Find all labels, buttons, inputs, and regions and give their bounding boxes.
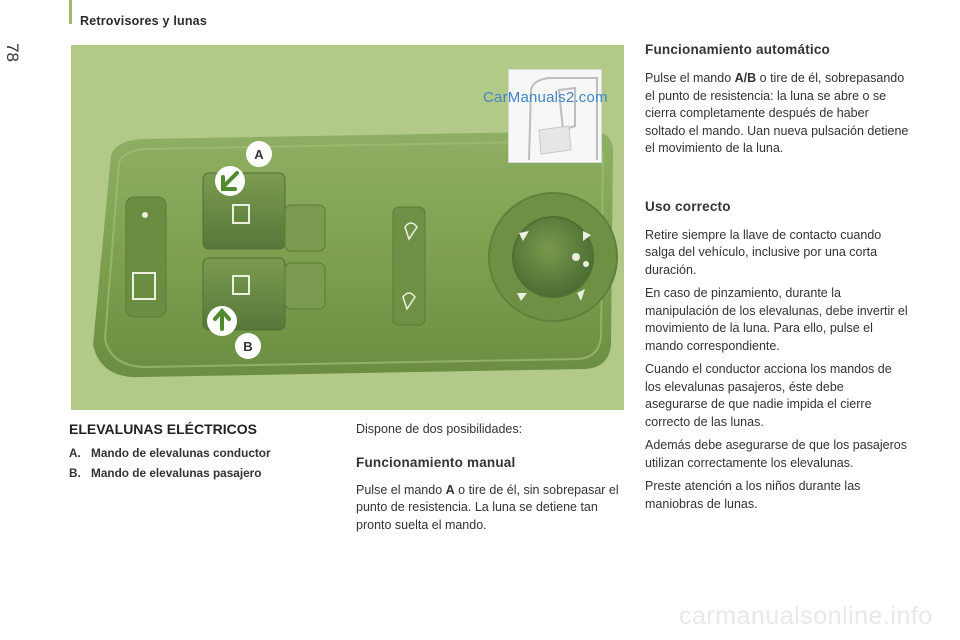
page-number: 78 [3,43,22,62]
arrow-down-left-icon [517,293,527,301]
window-switch-illustration: A B CarManuals2.com [71,45,624,410]
caption-a: A. Mando de elevalunas conductor [69,446,271,460]
callout-b-label: B [243,339,252,354]
door-icon [528,77,598,161]
mirror-icon [404,222,418,241]
mirror-icon [402,292,416,311]
caption-text: Mando de elevalunas conductor [91,446,271,460]
uso-heading: Uso correcto [645,198,731,214]
arrow-up-right-icon [583,231,591,241]
callout-a-label: A [254,147,264,162]
child-lock-icon [132,272,156,300]
automatic-operation-column: Funcionamiento automático Pulse el mando… [645,42,909,519]
window-icon [232,275,250,295]
mirror-joystick-knob [512,216,594,298]
uso-paragraph: Retire siempre la llave de contacto cuan… [645,227,882,277]
uso-paragraph: Preste atención a los niños durante las … [645,479,861,511]
callout-b-badge [235,333,261,359]
caption-text: Mando de elevalunas pasajero [91,466,262,480]
window-icon [232,204,250,224]
uso-paragraph: En caso de pinzamiento, durante la manip… [645,286,908,353]
uso-paragraph: Cuando el conductor acciona los mandos d… [645,362,892,429]
switch-panel-drawing: A B [93,131,618,378]
caption-letter: A. [69,446,81,460]
caption-b: B. Mando de elevalunas pasajero [69,466,261,480]
section-accent-bar [69,0,72,24]
manual-paragraph: Pulse el mando A o tire de él, sin sobre… [356,482,619,532]
manual-operation-column: Dispone de dos posibilidades: Funcionami… [356,421,626,540]
callout-a-badge [246,141,272,167]
arrow-up-left-icon [519,231,529,241]
heated-mirror-icon [572,253,580,261]
footer-watermark: carmanualsonline.info [679,602,933,630]
section-title: Retrovisores y lunas [80,14,207,28]
intro-text: Dispone de dos posibilidades: [356,422,523,436]
auto-heading: Funcionamiento automático [645,42,831,57]
inset-watermark: CarManuals2.com [483,89,608,106]
main-heading: ELEVALUNAS ELÉCTRICOS [69,421,257,437]
arrow-down-right-icon [577,289,585,301]
mirror-selector [392,206,426,326]
manual-heading: Funcionamiento manual [356,454,516,470]
caption-letter: B. [69,466,81,480]
auto-paragraph: Pulse el mando A/B o tire de él, sobrepa… [645,71,909,155]
door-location-inset [508,69,602,163]
uso-paragraph: Además debe asegurarse de que los pasaje… [645,438,907,470]
